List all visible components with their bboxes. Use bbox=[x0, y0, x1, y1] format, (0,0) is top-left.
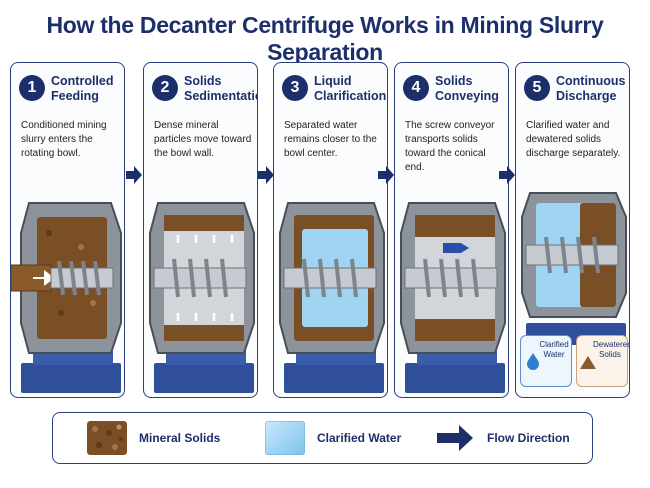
step-number-badge: 3 bbox=[282, 75, 308, 101]
flow-direction-arrow-icon bbox=[437, 425, 473, 451]
step-panel-4: 4 Solids Conveying The screw conveyor tr… bbox=[394, 62, 509, 398]
clarified-water-discharge: Clarified Water bbox=[520, 335, 572, 387]
legend-item-mineral-solids: Mineral Solids bbox=[87, 421, 220, 455]
legend-label: Flow Direction bbox=[487, 431, 570, 445]
centrifuge-illustration bbox=[400, 202, 506, 393]
solids-discharge-label: Dewatered Solids bbox=[593, 340, 630, 359]
step-panel-3: 3 Liquid Clarification Separated water r… bbox=[273, 62, 388, 398]
mineral-solids-swatch bbox=[87, 421, 127, 455]
step-description: The screw conveyor transports solids tow… bbox=[405, 120, 495, 173]
step-description: Separated water remains closer to the bo… bbox=[284, 120, 377, 159]
page-title: How the Decanter Centrifuge Works in Min… bbox=[46, 12, 604, 65]
step-title: Continuous Discharge bbox=[556, 74, 626, 103]
step-number-badge: 5 bbox=[524, 75, 550, 101]
legend-item-flow-direction: Flow Direction bbox=[435, 421, 570, 455]
legend-item-clarified-water: Clarified Water bbox=[265, 421, 401, 455]
step-description: Dense mineral particles move toward the … bbox=[154, 120, 252, 159]
step-description: Conditioned mining slurry enters the rot… bbox=[21, 120, 107, 159]
step-panel-2: 2 Solids Sedimentation Dense mineral par… bbox=[143, 62, 258, 398]
flow-arrow-icon bbox=[499, 166, 515, 184]
step-number-badge: 1 bbox=[19, 75, 45, 101]
flow-arrow-icon bbox=[378, 166, 394, 184]
legend-label: Mineral Solids bbox=[139, 431, 221, 445]
centrifuge-illustration bbox=[149, 202, 255, 393]
water-drop-icon bbox=[527, 353, 539, 370]
legend-label: Clarified Water bbox=[317, 431, 402, 445]
step-title: Solids Conveying bbox=[435, 74, 499, 103]
flow-arrow-icon bbox=[126, 166, 142, 184]
step-description: Clarified water and dewatered solids dis… bbox=[526, 120, 621, 159]
dewatered-solids-discharge: Dewatered Solids bbox=[576, 335, 630, 387]
water-discharge-label: Clarified Water bbox=[539, 340, 569, 359]
legend: Mineral Solids Clarified Water Flow Dire… bbox=[52, 412, 593, 464]
step-panel-5: 5 Continuous Discharge Clarified water a… bbox=[515, 62, 630, 398]
flow-arrow-icon bbox=[258, 166, 274, 184]
centrifuge-illustration bbox=[521, 192, 627, 345]
step-title: Solids Sedimentation bbox=[184, 74, 257, 103]
step-panel-1: 1 Controlled Feeding Conditioned mining … bbox=[10, 62, 125, 398]
centrifuge-illustration bbox=[279, 202, 385, 393]
centrifuge-illustration bbox=[11, 202, 122, 393]
clarified-water-swatch bbox=[265, 421, 305, 455]
step-title: Controlled Feeding bbox=[51, 74, 114, 103]
solids-pile-icon bbox=[580, 356, 596, 369]
step-number-badge: 4 bbox=[403, 75, 429, 101]
step-title: Liquid Clarification bbox=[314, 74, 387, 103]
step-number-badge: 2 bbox=[152, 75, 178, 101]
